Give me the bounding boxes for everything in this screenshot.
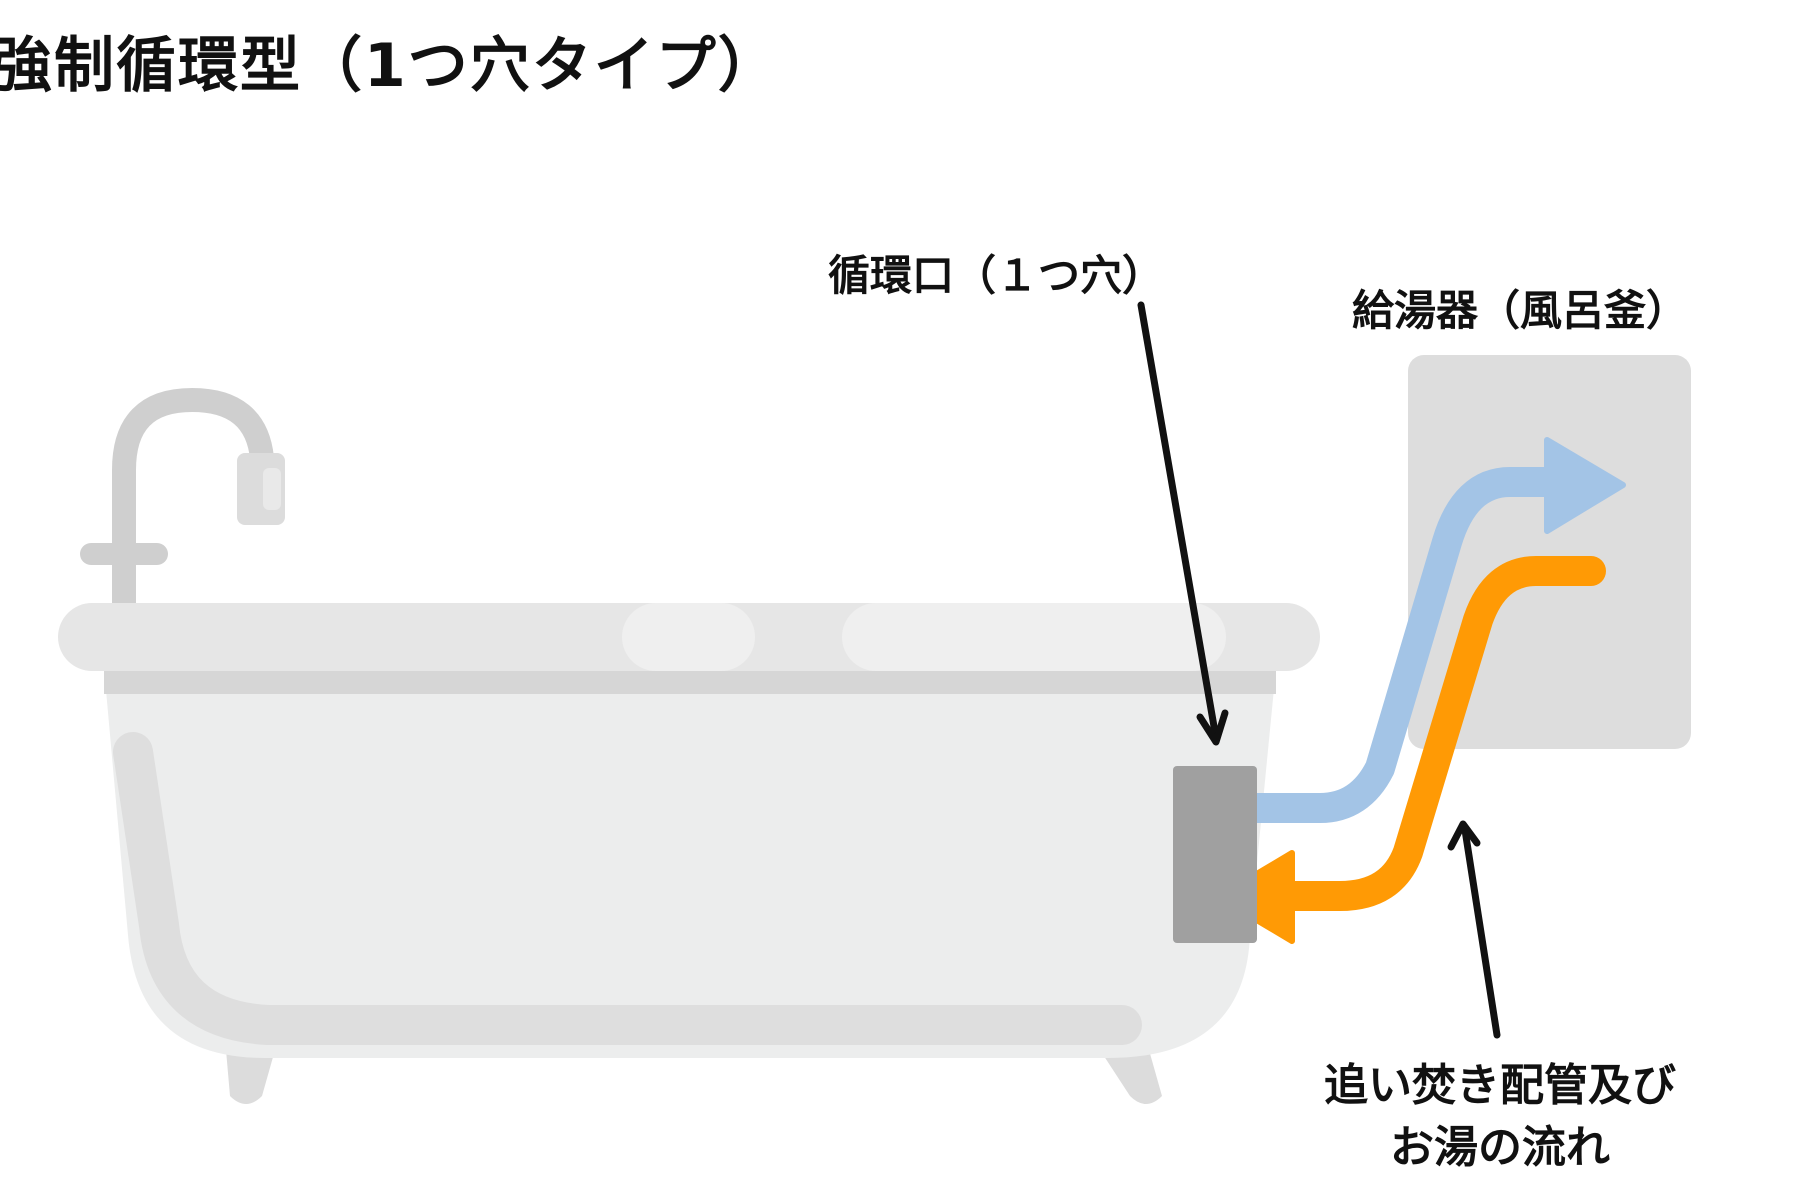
faucet-head-inner (263, 468, 281, 510)
pipe-flow-label: 追い焚き配管及び お湯の流れ (1300, 1055, 1700, 1179)
pipe-pointer-arrow (1447, 820, 1501, 1039)
port-pointer-line (1137, 301, 1220, 742)
faucet-spout (112, 387, 274, 603)
port-pointer-arrow (1137, 301, 1229, 746)
pipe-pointer-head (1447, 820, 1481, 851)
bathtub-icon (58, 603, 1320, 1104)
tub-left-leg (226, 1050, 275, 1104)
port-pointer-head (1196, 709, 1229, 746)
blue-flow-arrowhead (1544, 437, 1626, 534)
blue-arrow-icon (1235, 437, 1626, 823)
blue-flow-pipe (1235, 467, 1580, 823)
tub-inner-shade (113, 732, 1142, 1045)
tub-rim-highlight-1 (622, 603, 755, 671)
pipe-flow-label-line1: 追い焚き配管及び (1324, 1060, 1676, 1111)
pipe-flow-label-line2: お湯の流れ (1390, 1122, 1610, 1173)
tub-body (104, 668, 1276, 1058)
circulation-port-icon (1173, 766, 1257, 943)
faucet-icon (80, 387, 285, 603)
page-title: 強制循環型（1つ穴タイプ） (0, 31, 780, 101)
tub-right-leg (1100, 1050, 1162, 1104)
orange-flow-pipe (1262, 556, 1606, 911)
pipe-pointer-line (1461, 826, 1501, 1039)
faucet-handle (80, 543, 168, 565)
tub-rim-highlight-2 (842, 603, 1226, 671)
circulation-port-label: 循環口（１つ穴） (828, 251, 1165, 300)
water-heater-label: 給湯器（風呂釜） (1352, 286, 1689, 335)
tub-rim-shadow (104, 668, 1276, 694)
